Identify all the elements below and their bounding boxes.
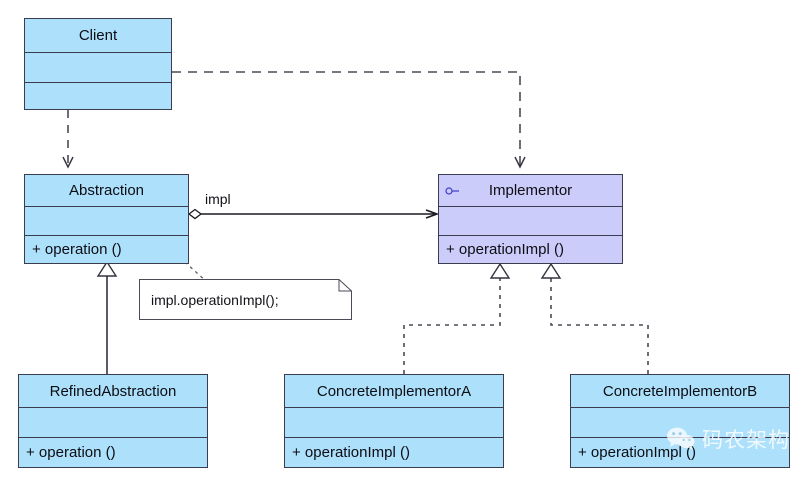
edge-concrete-a-realization-implementor xyxy=(403,262,511,374)
operation-label: + operationImpl () xyxy=(578,444,696,461)
note-shape xyxy=(139,279,352,320)
operation-label: + operationImpl () xyxy=(446,241,564,258)
edge-concrete-b-realization-implementor xyxy=(540,262,649,374)
class-box-abstraction[interactable]: Abstraction + operation () xyxy=(24,174,189,264)
class-name-label: Abstraction xyxy=(68,182,145,199)
interface-lollipop-icon xyxy=(445,186,459,195)
operation-label: + operationImpl () xyxy=(292,444,410,461)
edge-refined-generalization-abstraction xyxy=(96,260,118,374)
class-box-refined-abstraction[interactable]: RefinedAbstraction + operation () xyxy=(18,374,208,468)
class-attributes-compartment xyxy=(25,206,188,235)
class-name-compartment: ConcreteImplementorA xyxy=(285,375,503,407)
class-name-label: Client xyxy=(78,27,118,44)
hollow-triangle-realization-b xyxy=(540,262,562,279)
class-box-client[interactable]: Client xyxy=(24,18,172,110)
class-name-compartment: ConcreteImplementorB xyxy=(571,375,789,407)
class-box-concrete-implementor-a[interactable]: ConcreteImplementorA + operationImpl () xyxy=(284,374,504,468)
class-operations-compartment: + operationImpl () xyxy=(571,437,789,467)
class-attributes-compartment xyxy=(571,407,789,437)
class-operations-compartment: + operationImpl () xyxy=(439,235,622,263)
hollow-triangle-generalization xyxy=(96,260,118,277)
class-box-concrete-implementor-b[interactable]: ConcreteImplementorB + operationImpl () xyxy=(570,374,790,468)
note-text: impl.operationImpl(); xyxy=(151,291,279,308)
operation-label: + operation () xyxy=(32,241,122,258)
class-attributes-compartment xyxy=(19,407,207,437)
class-box-implementor[interactable]: Implementor + operationImpl () xyxy=(438,174,623,264)
class-attributes-compartment xyxy=(285,407,503,437)
edge-client-dependency-implementor xyxy=(172,71,526,169)
class-attributes-compartment xyxy=(25,52,171,82)
class-name-compartment: RefinedAbstraction xyxy=(19,375,207,407)
class-name-compartment: Client xyxy=(25,19,171,52)
class-operations-compartment xyxy=(25,82,171,109)
edge-abstraction-aggregation-implementor xyxy=(187,208,436,220)
note-impl-call[interactable]: impl.operationImpl(); xyxy=(139,279,352,320)
hollow-diamond-aggregation xyxy=(187,208,203,220)
class-operations-compartment: + operationImpl () xyxy=(285,437,503,467)
class-name-label: ConcreteImplementorA xyxy=(316,382,472,400)
class-name-label: ConcreteImplementorB xyxy=(602,382,758,400)
hollow-triangle-realization-a xyxy=(489,262,511,279)
class-name-compartment: Abstraction xyxy=(25,175,188,206)
class-operations-compartment: + operation () xyxy=(19,437,207,467)
class-name-compartment: Implementor xyxy=(439,175,622,206)
class-attributes-compartment xyxy=(439,206,622,235)
operation-label: + operation () xyxy=(26,444,116,461)
class-operations-compartment: + operation () xyxy=(25,235,188,263)
class-name-label: Implementor xyxy=(488,182,573,199)
class-name-label: RefinedAbstraction xyxy=(49,382,177,400)
association-role-label-impl: impl xyxy=(205,191,231,207)
